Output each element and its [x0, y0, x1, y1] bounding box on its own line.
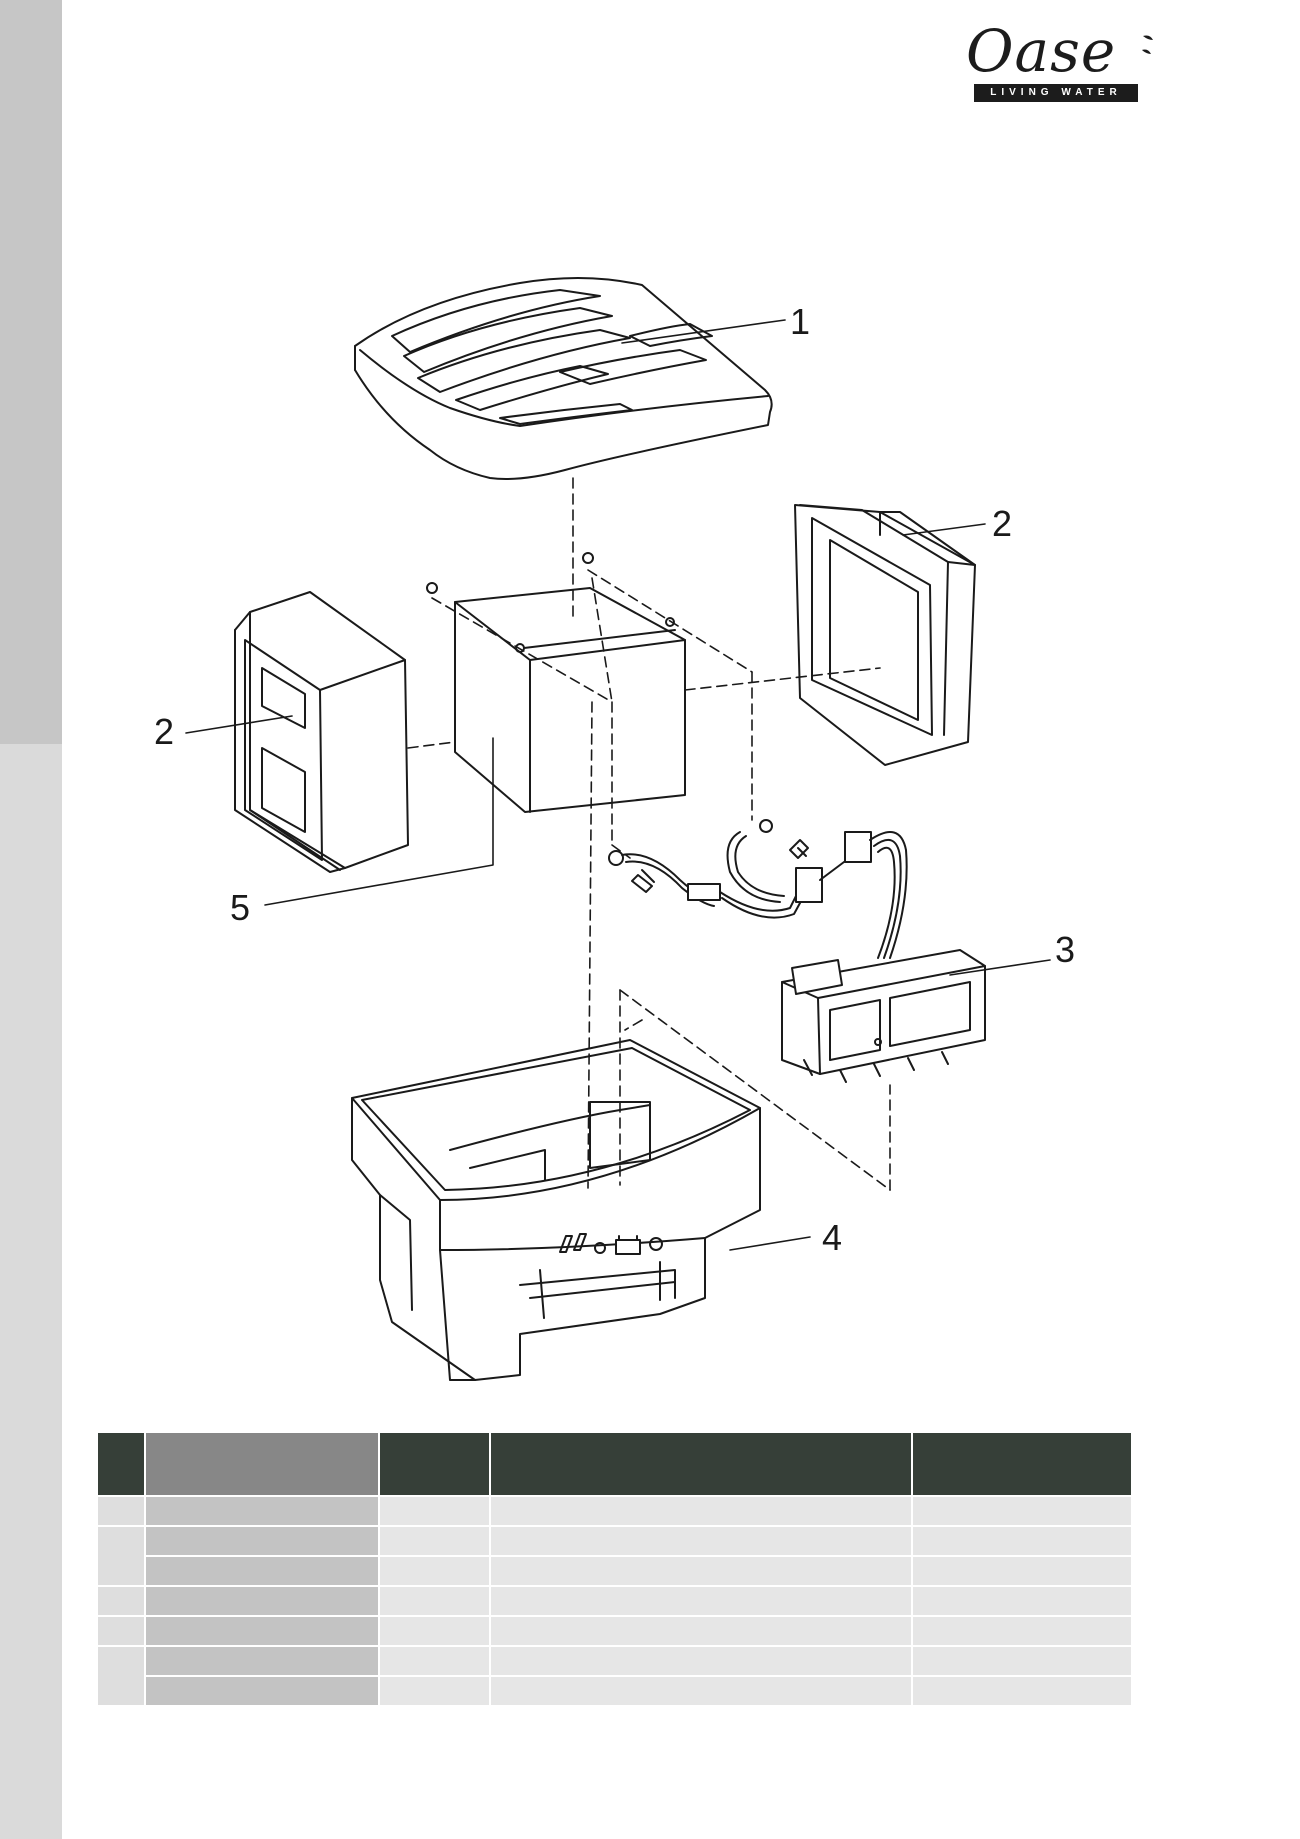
side-strip-top: [0, 0, 62, 744]
table-cell: [491, 1527, 911, 1555]
oase-logo: Oase LIVING WATER: [960, 17, 1153, 108]
table-cell: [380, 1587, 489, 1615]
control-unit-drawing: [781, 949, 986, 1083]
table-cell: [98, 1527, 144, 1585]
table-cell: [491, 1647, 911, 1675]
lid-drawing: [354, 276, 773, 480]
table-cell: [146, 1647, 378, 1675]
side-panel-left-drawing: [234, 591, 409, 873]
table-cell: [146, 1527, 378, 1555]
callout-2-left: 2: [154, 711, 174, 752]
table-cell: [913, 1647, 1131, 1675]
parts-table-header: [98, 1433, 1131, 1495]
table-cell: [98, 1497, 144, 1525]
logo-tagline: LIVING WATER: [974, 84, 1138, 102]
table-cell: [913, 1557, 1131, 1585]
table-cell: [913, 1497, 1131, 1525]
table-cell: [913, 1617, 1131, 1645]
header-cell: [380, 1433, 489, 1495]
table-cell: [380, 1557, 489, 1585]
table-cell: [98, 1647, 144, 1705]
logo-wordmark: Oase: [966, 17, 1117, 85]
side-panel-right-drawing: [794, 504, 976, 766]
table-cell: [380, 1527, 489, 1555]
table-row: [98, 1557, 1131, 1585]
header-cell: [98, 1433, 144, 1495]
table-cell: [380, 1647, 489, 1675]
table-row: [98, 1647, 1131, 1705]
screws-drawing: [631, 839, 809, 893]
table-cell: [380, 1677, 489, 1705]
callout-3: 3: [1055, 929, 1075, 970]
callout-4: 4: [822, 1217, 842, 1258]
table-cell: [146, 1587, 378, 1615]
table-cell: [380, 1617, 489, 1645]
logo-drops-icon: [1142, 35, 1153, 54]
parts-table: [96, 1431, 1133, 1707]
cable-harness-drawing: [608, 819, 908, 959]
table-row: [98, 1587, 1131, 1615]
table-cell: [491, 1617, 911, 1645]
callout-2-right: 2: [992, 503, 1012, 544]
table-row: [98, 1527, 1131, 1585]
table-cell: [913, 1527, 1131, 1555]
header-cell: [913, 1433, 1131, 1495]
battery-drawing: [426, 552, 686, 813]
table-cell: [491, 1557, 911, 1585]
table-cell: [491, 1497, 911, 1525]
table-cell: [146, 1557, 378, 1585]
table-cell: [913, 1677, 1131, 1705]
table-cell: [98, 1587, 144, 1615]
exploded-view-diagram: 1 2 2 3 4 5: [154, 276, 1075, 1381]
table-cell: [146, 1677, 378, 1705]
table-cell: [491, 1677, 911, 1705]
base-housing-drawing: [351, 1039, 761, 1381]
table-cell: [913, 1587, 1131, 1615]
table-cell: [146, 1497, 378, 1525]
header-cell: [146, 1433, 378, 1495]
callout-1: 1: [790, 301, 810, 342]
table-row: [98, 1497, 1131, 1525]
table-cell: [491, 1587, 911, 1615]
header-cell: [491, 1433, 911, 1495]
table-cell: [146, 1617, 378, 1645]
table-cell: [380, 1497, 489, 1525]
callout-5: 5: [230, 887, 250, 928]
table-row: [98, 1677, 1131, 1705]
table-row: [98, 1617, 1131, 1645]
side-strip-bottom: [0, 744, 62, 1839]
table-cell: [98, 1617, 144, 1645]
